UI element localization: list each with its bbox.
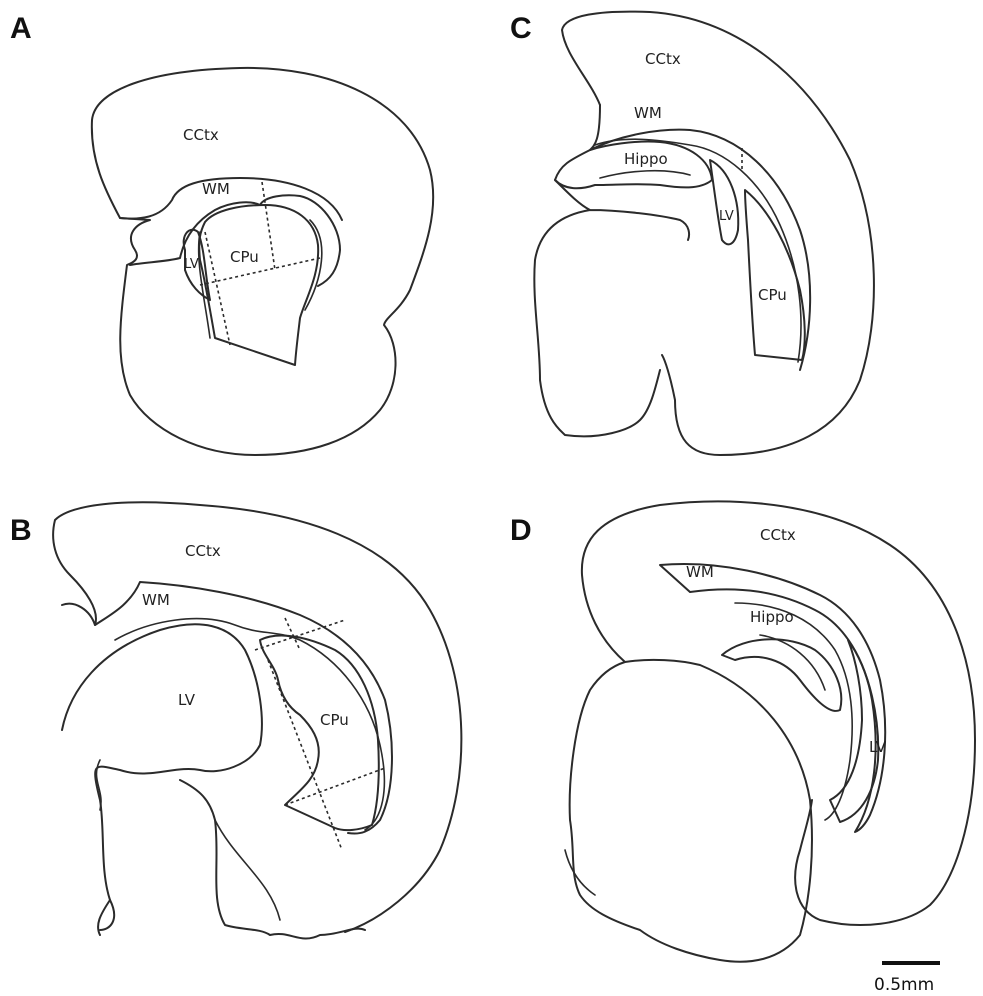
panel-c-label-cctx: CCtx [645,50,681,68]
panel-d-letter: D [510,514,532,547]
panel-c-label-wm: WM [634,104,662,122]
scale-bar-label: 0.5mm [874,975,934,995]
panel-b-dotted-line-2 [285,618,300,650]
panel-b-cortex-outline [53,502,461,932]
panel-a-dotted-line-3 [200,258,320,285]
panel-a-label-cctx: CCtx [183,126,219,144]
panel-c-letter: C [510,12,532,45]
panel-d-label-hippo: Hippo [750,608,794,626]
panel-b-dotted-line-3 [268,660,342,850]
panel-b: B CCtx WM CPu LV [10,502,461,938]
panel-a-cpu-rim [199,220,322,338]
panel-c: C CCtx WM Hippo LV CPu [510,12,874,455]
panel-b-label-wm: WM [142,591,170,609]
panel-a-section-outline [92,68,433,455]
scale-bar: 0.5mm [874,963,940,995]
panel-a-white-matter [130,195,340,286]
panel-b-ventral-outline [100,780,365,939]
panel-d-label-cctx: CCtx [760,526,796,544]
panel-d-lower-detail [565,850,595,895]
panel-c-cortex-outline [562,12,874,455]
panel-d-hippo-inner [760,635,825,690]
panel-c-hippo-inner [600,171,690,178]
panel-b-lateral-ventricle [62,624,262,935]
panel-d-lower-outline [570,660,812,962]
panel-d-cortex-outline [582,501,975,925]
panel-d-hippocampus [722,639,841,711]
panel-a-letter: A [10,12,32,45]
panel-b-label-lv: LV [178,691,196,709]
panel-b-white-matter [95,582,392,834]
panel-d-white-matter [660,564,885,832]
panel-d-label-lv: LV [869,738,887,756]
panel-a-dotted-line-1 [262,182,275,270]
panel-d: D CCtx WM Hippo LV [510,501,975,961]
panel-c-lateral-ventricle [710,160,738,244]
panel-b-letter: B [10,514,32,547]
panel-d-label-wm: WM [686,563,714,581]
panel-c-lower-outline [534,180,689,436]
panel-a-label-cpu: CPu [230,248,259,266]
panel-c-white-matter [590,105,810,370]
panel-c-label-lv: LV [719,209,734,224]
panel-b-label-cctx: CCtx [185,542,221,560]
panel-a-label-wm: WM [202,180,230,198]
panel-b-cpu [260,635,379,830]
panel-c-label-hippo: Hippo [624,150,668,168]
panel-b-dotted-line-4 [285,768,385,805]
panel-b-dotted-line-1 [255,620,345,650]
panel-a-label-lv: LV [184,257,199,272]
panel-b-label-cpu: CPu [320,711,349,729]
panel-c-label-cpu: CPu [758,286,787,304]
panel-a: A CCtx WM CPu LV [10,12,433,455]
